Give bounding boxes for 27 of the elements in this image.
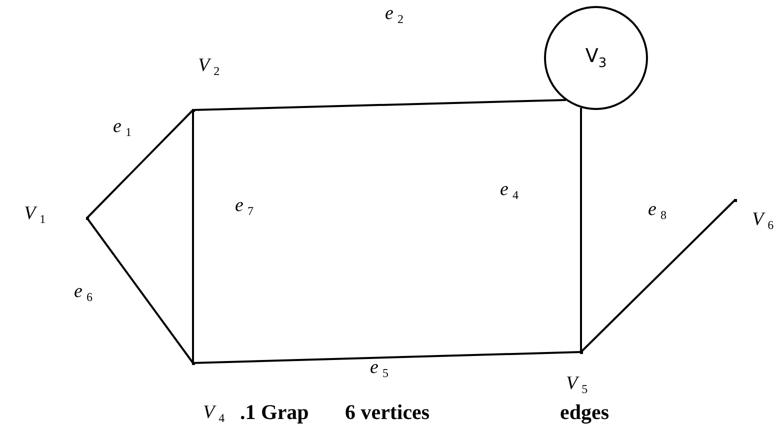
graph-edge: [86, 217, 194, 364]
vertex-label: V$_{1}$: [24, 204, 46, 225]
graph-edge: [192, 110, 194, 363]
graph-edge: [580, 108, 582, 352]
edge-label: e$_{1}$: [113, 117, 132, 138]
vertex-point: [734, 198, 736, 202]
vertex-point: [192, 362, 194, 364]
edge-label: e$_{8}$: [648, 200, 666, 221]
vertex-label: V$_{2}$: [198, 56, 220, 77]
vertex-point: [580, 350, 582, 354]
graph-edge: [192, 99, 566, 111]
graph-edge: [192, 351, 582, 364]
graph-edge: [86, 109, 194, 219]
edge-label: e$_{6}$: [74, 282, 92, 303]
vertex-label: V$_{3}$: [585, 45, 607, 71]
vertex-label: V$_{5}$: [566, 374, 588, 395]
vertex-label: V$_{6}$: [752, 210, 774, 231]
vertex-point: [86, 216, 88, 220]
caption-fragment: edges: [560, 402, 609, 423]
edge-label: e$_{4}$: [500, 180, 518, 201]
caption-fragment: .1 Grap: [240, 402, 309, 423]
edge-label: e$_{7}$: [235, 196, 254, 217]
vertex-label: V$_{4}$: [203, 403, 225, 424]
caption-fragment: 6 vertices: [345, 402, 430, 423]
edge-label: e$_{5}$: [370, 358, 388, 379]
edge-label: e$_{2}$: [385, 4, 404, 25]
graph-edge: [580, 199, 736, 353]
